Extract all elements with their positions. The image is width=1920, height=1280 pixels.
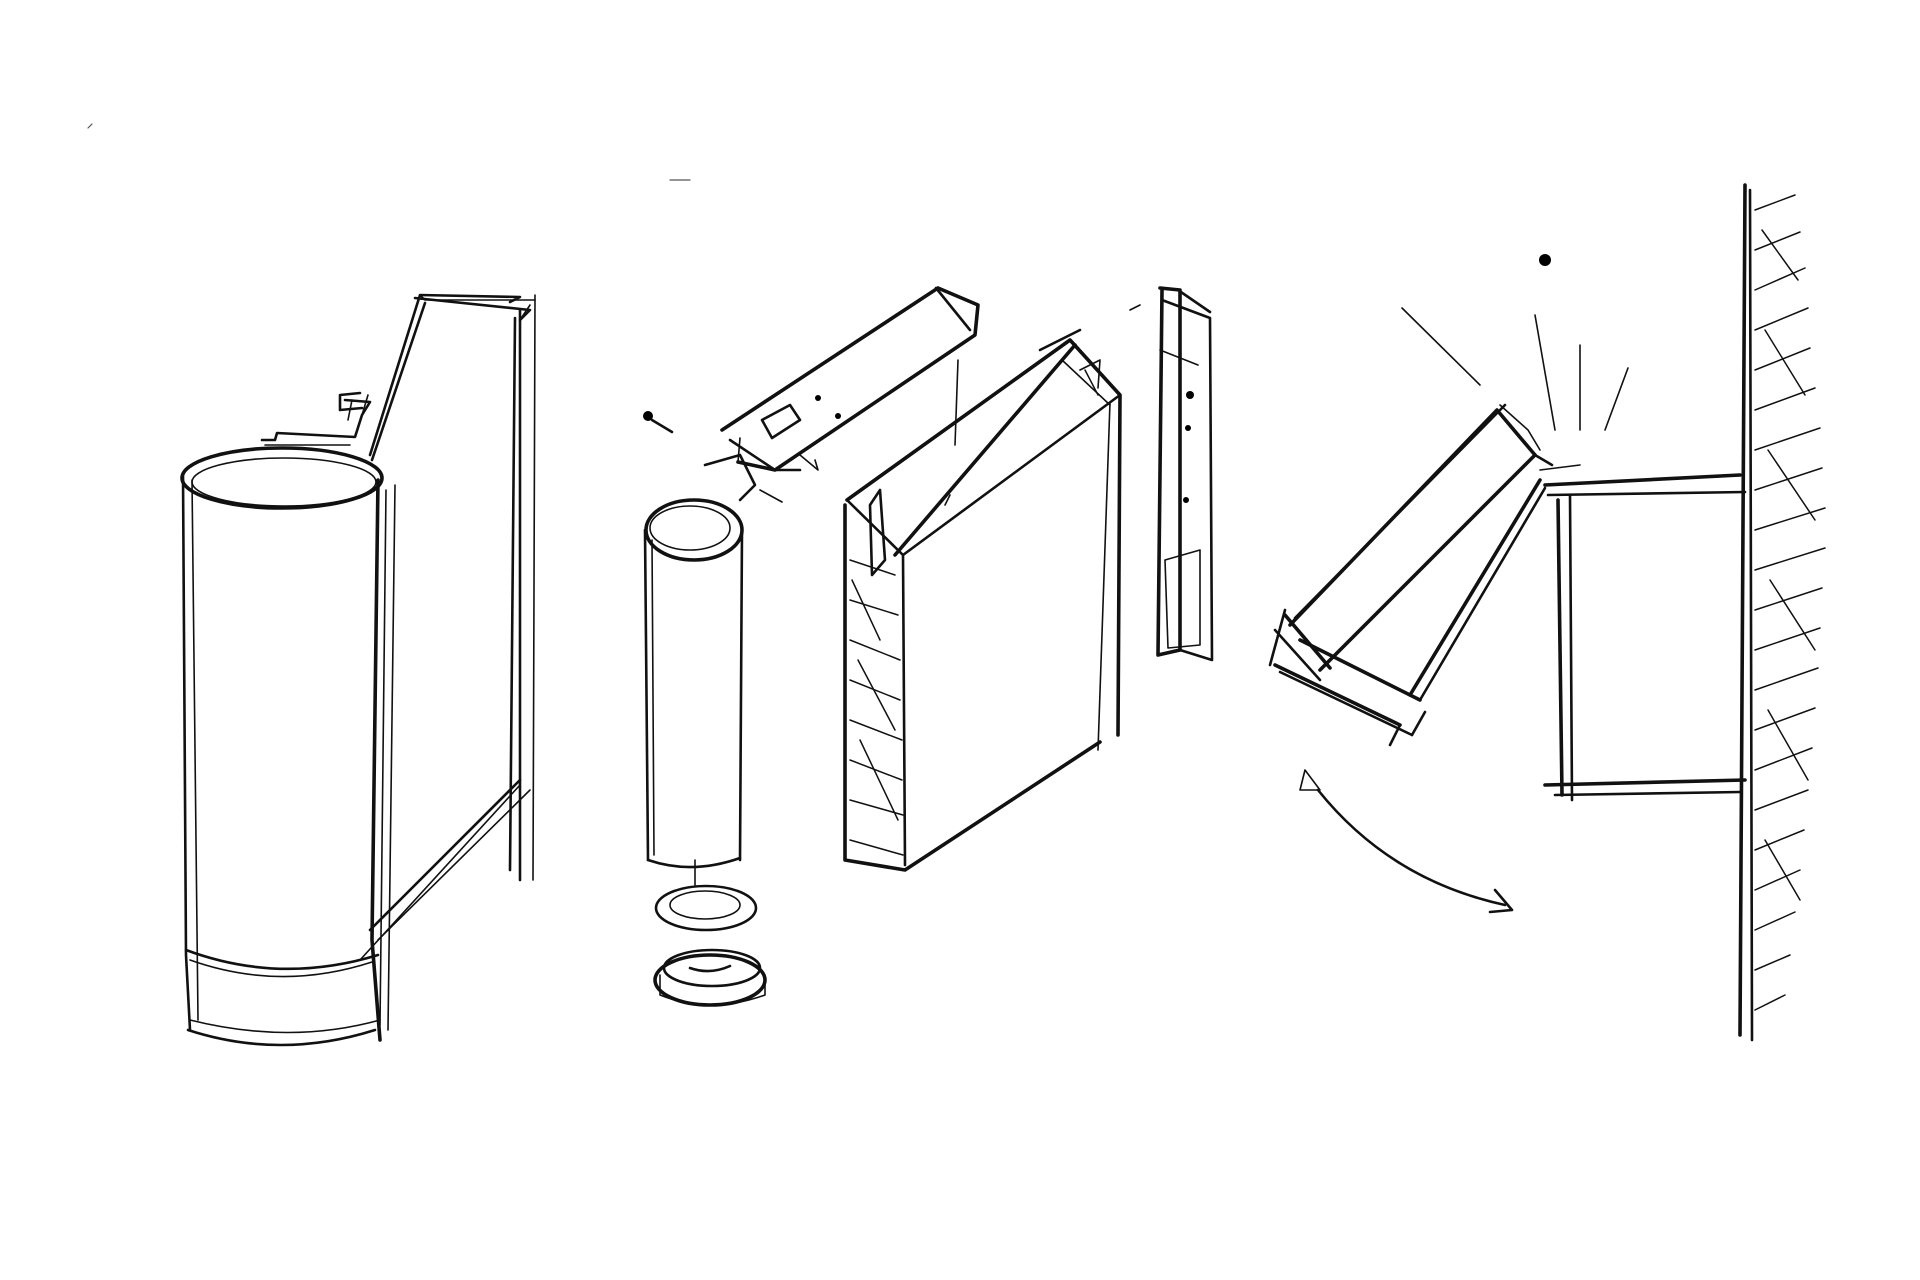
exploded-view-figure [643,286,1214,1007]
wall-mount-figure [1268,183,1826,1042]
rotation-arrow [1299,769,1514,914]
motion-lines [1401,254,1629,431]
wall [1738,183,1826,1042]
cylinder-body [180,446,396,1047]
top-bracket [720,286,980,472]
exploded-box [843,328,1122,872]
box-side-hatching [849,559,904,856]
assembled-unit-figure [180,293,536,1047]
box-body [359,293,536,961]
mount-frame [1539,464,1747,802]
vertical-rail [1129,286,1214,662]
rotated-cylinder [1268,403,1554,747]
bottom-caps [653,884,767,1007]
wall-hatching [1754,194,1826,1011]
stray-marks [87,123,691,181]
exploded-cylinder [643,453,783,886]
screw-icon [643,411,674,434]
handle-slot [260,391,372,446]
